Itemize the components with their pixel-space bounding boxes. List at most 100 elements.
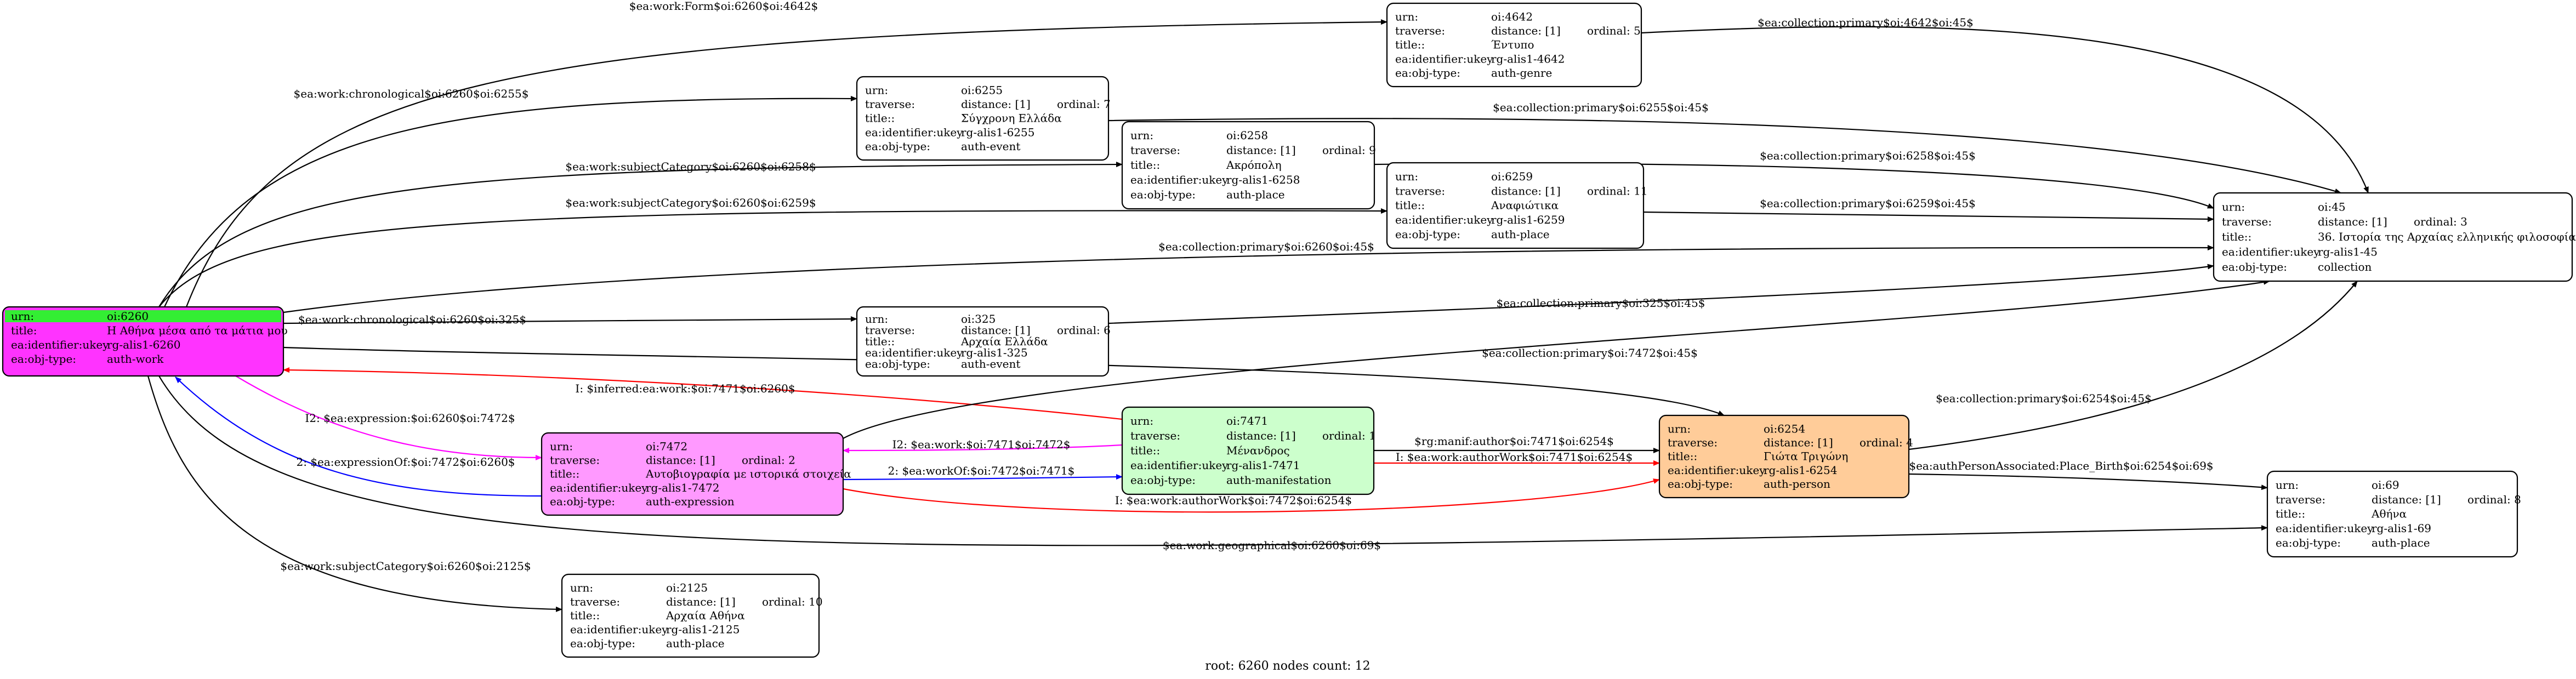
field-value-urn: oi:6260 (107, 310, 149, 323)
field-value-ordinal: ordinal: 11 (1587, 184, 1648, 197)
field-value-urn: oi:2125 (666, 581, 708, 594)
field-label-traverse: traverse: (2276, 493, 2325, 506)
field-value-ordinal: ordinal: 7 (1057, 98, 1111, 111)
edge-7471-7472 (843, 444, 1123, 453)
field-label-urn: urn: (570, 581, 593, 594)
edge-label-4642-45: $ea:collection:primary$oi:4642$oi:45$ (1758, 16, 1974, 29)
node-box (561, 573, 820, 658)
field-label-objtype: ea:obj-type: (1668, 477, 1733, 490)
field-value-title: Η Αθήνα μέσα από τα μάτια μου (107, 324, 288, 337)
field-value-objtype: auth-manifestation (1226, 473, 1332, 487)
field-value-urn: oi:325 (961, 312, 996, 326)
field-value-identifier: rg-alis1-6255 (961, 125, 1034, 139)
field-label-identifier: ea:identifier:ukey (2222, 246, 2320, 259)
field-label-objtype: ea:obj-type: (1395, 66, 1460, 79)
field-label-title: title:: (2222, 230, 2251, 243)
field-value-identifier: rg-alis1-7472 (646, 481, 719, 494)
field-value-ordinal: ordinal: 9 (1322, 144, 1376, 157)
edge-label-6254-69: $ea:authPersonAssociated:Place_Birth$oi:… (1909, 459, 2213, 472)
field-value-ordinal: ordinal: 3 (2414, 215, 2467, 229)
edge-label-7471-6260: I: $inferred:ea:work:$oi:7471$oi:6260$ (575, 382, 795, 395)
field-value-title: Ακρόπολη (1226, 158, 1282, 172)
footer-summary: root: 6260 nodes count: 12 (1205, 659, 1370, 673)
edge-label-6260-69: $ea:work:geographical$oi:6260$oi:69$ (1163, 539, 1381, 552)
edge-6259-45 (1643, 211, 2214, 222)
field-value-distance: distance: [1] (961, 98, 1031, 111)
field-value-title: Αναφιώτικα (1491, 199, 1559, 212)
field-label-urn: urn: (1130, 414, 1153, 427)
field-value-ordinal: ordinal: 10 (762, 595, 823, 608)
edge-6255-45 (1108, 118, 2341, 194)
edge-label-7471-7472: I2: $ea:work:$oi:7471$oi:7472$ (892, 438, 1071, 451)
edge-6260-6254 (283, 346, 1725, 416)
field-value-distance: distance: [1] (961, 324, 1031, 337)
field-value-objtype: auth-place (666, 637, 725, 650)
edge-label-325-45: $ea:collection:primary$oi:325$oi:45$ (1496, 296, 1705, 310)
node-box (1386, 2, 1642, 88)
field-label-urn: urn: (1668, 422, 1691, 435)
field-value-title: Έντυπο (1491, 38, 1534, 52)
field-value-identifier: rg-alis1-6254 (1764, 464, 1837, 477)
edge-label-6260-6255: $ea:work:chronological$oi:6260$oi:6255$ (294, 87, 529, 100)
field-label-title: title: (11, 324, 37, 337)
field-label-identifier: ea:identifier:ukey (550, 481, 648, 494)
field-label-objtype: ea:obj-type: (11, 352, 76, 366)
edge-6260-69 (158, 375, 2268, 546)
edges-layer (147, 19, 2369, 612)
edge-7471-6260 (283, 367, 1123, 420)
field-label-title: title:: (1130, 444, 1160, 457)
field-label-identifier: ea:identifier:ukey (570, 623, 668, 636)
field-label-identifier: ea:identifier:ukey (1668, 464, 1766, 477)
field-value-distance: distance: [1] (646, 454, 715, 467)
edge-label-6260-325: $ea:work:chronological$oi:6260$oi:325$ (298, 313, 526, 326)
node-box (1386, 162, 1645, 249)
field-label-title: title:: (1130, 158, 1160, 172)
edge-6260-6259 (158, 208, 1387, 307)
field-label-objtype: ea:obj-type: (1395, 227, 1460, 241)
field-value-ordinal: ordinal: 4 (1860, 436, 1913, 449)
edge-label-6260-4642: $ea:work:Form$oi:6260$oi:4642$ (629, 0, 818, 13)
field-value-distance: distance: [1] (1226, 429, 1296, 442)
field-value-title: Αρχαία Ελλάδα (960, 335, 1048, 348)
edge-325-45 (1108, 264, 2214, 324)
field-value-urn: oi:6258 (1226, 129, 1268, 142)
field-value-distance: distance: [1] (1491, 24, 1561, 37)
edge-label-7472-45: $ea:collection:primary$oi:7472$oi:45$ (1482, 346, 1698, 360)
node-box (1658, 414, 1910, 499)
field-value-identifier: rg-alis1-2125 (666, 623, 740, 636)
field-value-objtype: auth-genre (1491, 66, 1552, 79)
field-value-ordinal: ordinal: 2 (742, 454, 795, 467)
field-value-distance: distance: [1] (1491, 184, 1561, 197)
nodes-layer: urn: oi:6260 title: Η Αθήνα μέσα από τα μάτ… (2, 2, 2576, 658)
field-value-identifier: rg-alis1-4642 (1491, 52, 1565, 65)
field-label-identifier: ea:identifier:ukey (1130, 173, 1229, 186)
field-value-identifier: rg-alis1-325 (961, 346, 1028, 359)
field-label-title: title:: (865, 335, 895, 348)
field-label-traverse: traverse: (550, 454, 600, 467)
field-value-objtype: auth-event (961, 357, 1020, 370)
node-box (856, 76, 1110, 161)
field-label-objtype: ea:obj-type: (865, 357, 930, 370)
edge-6260-4642 (185, 19, 1387, 307)
field-value-urn: oi:7472 (646, 440, 687, 453)
field-value-urn: oi:6259 (1491, 170, 1533, 183)
field-value-urn: oi:4642 (1491, 10, 1533, 24)
field-label-title: title:: (570, 609, 600, 622)
edge-label-6260-7472: I2: $ea:expression:$oi:6260$oi:7472$ (305, 412, 515, 425)
field-label-traverse: traverse: (865, 98, 915, 111)
field-value-title: Μένανδρος (1226, 444, 1290, 457)
field-label-objtype: ea:obj-type: (2276, 536, 2341, 549)
